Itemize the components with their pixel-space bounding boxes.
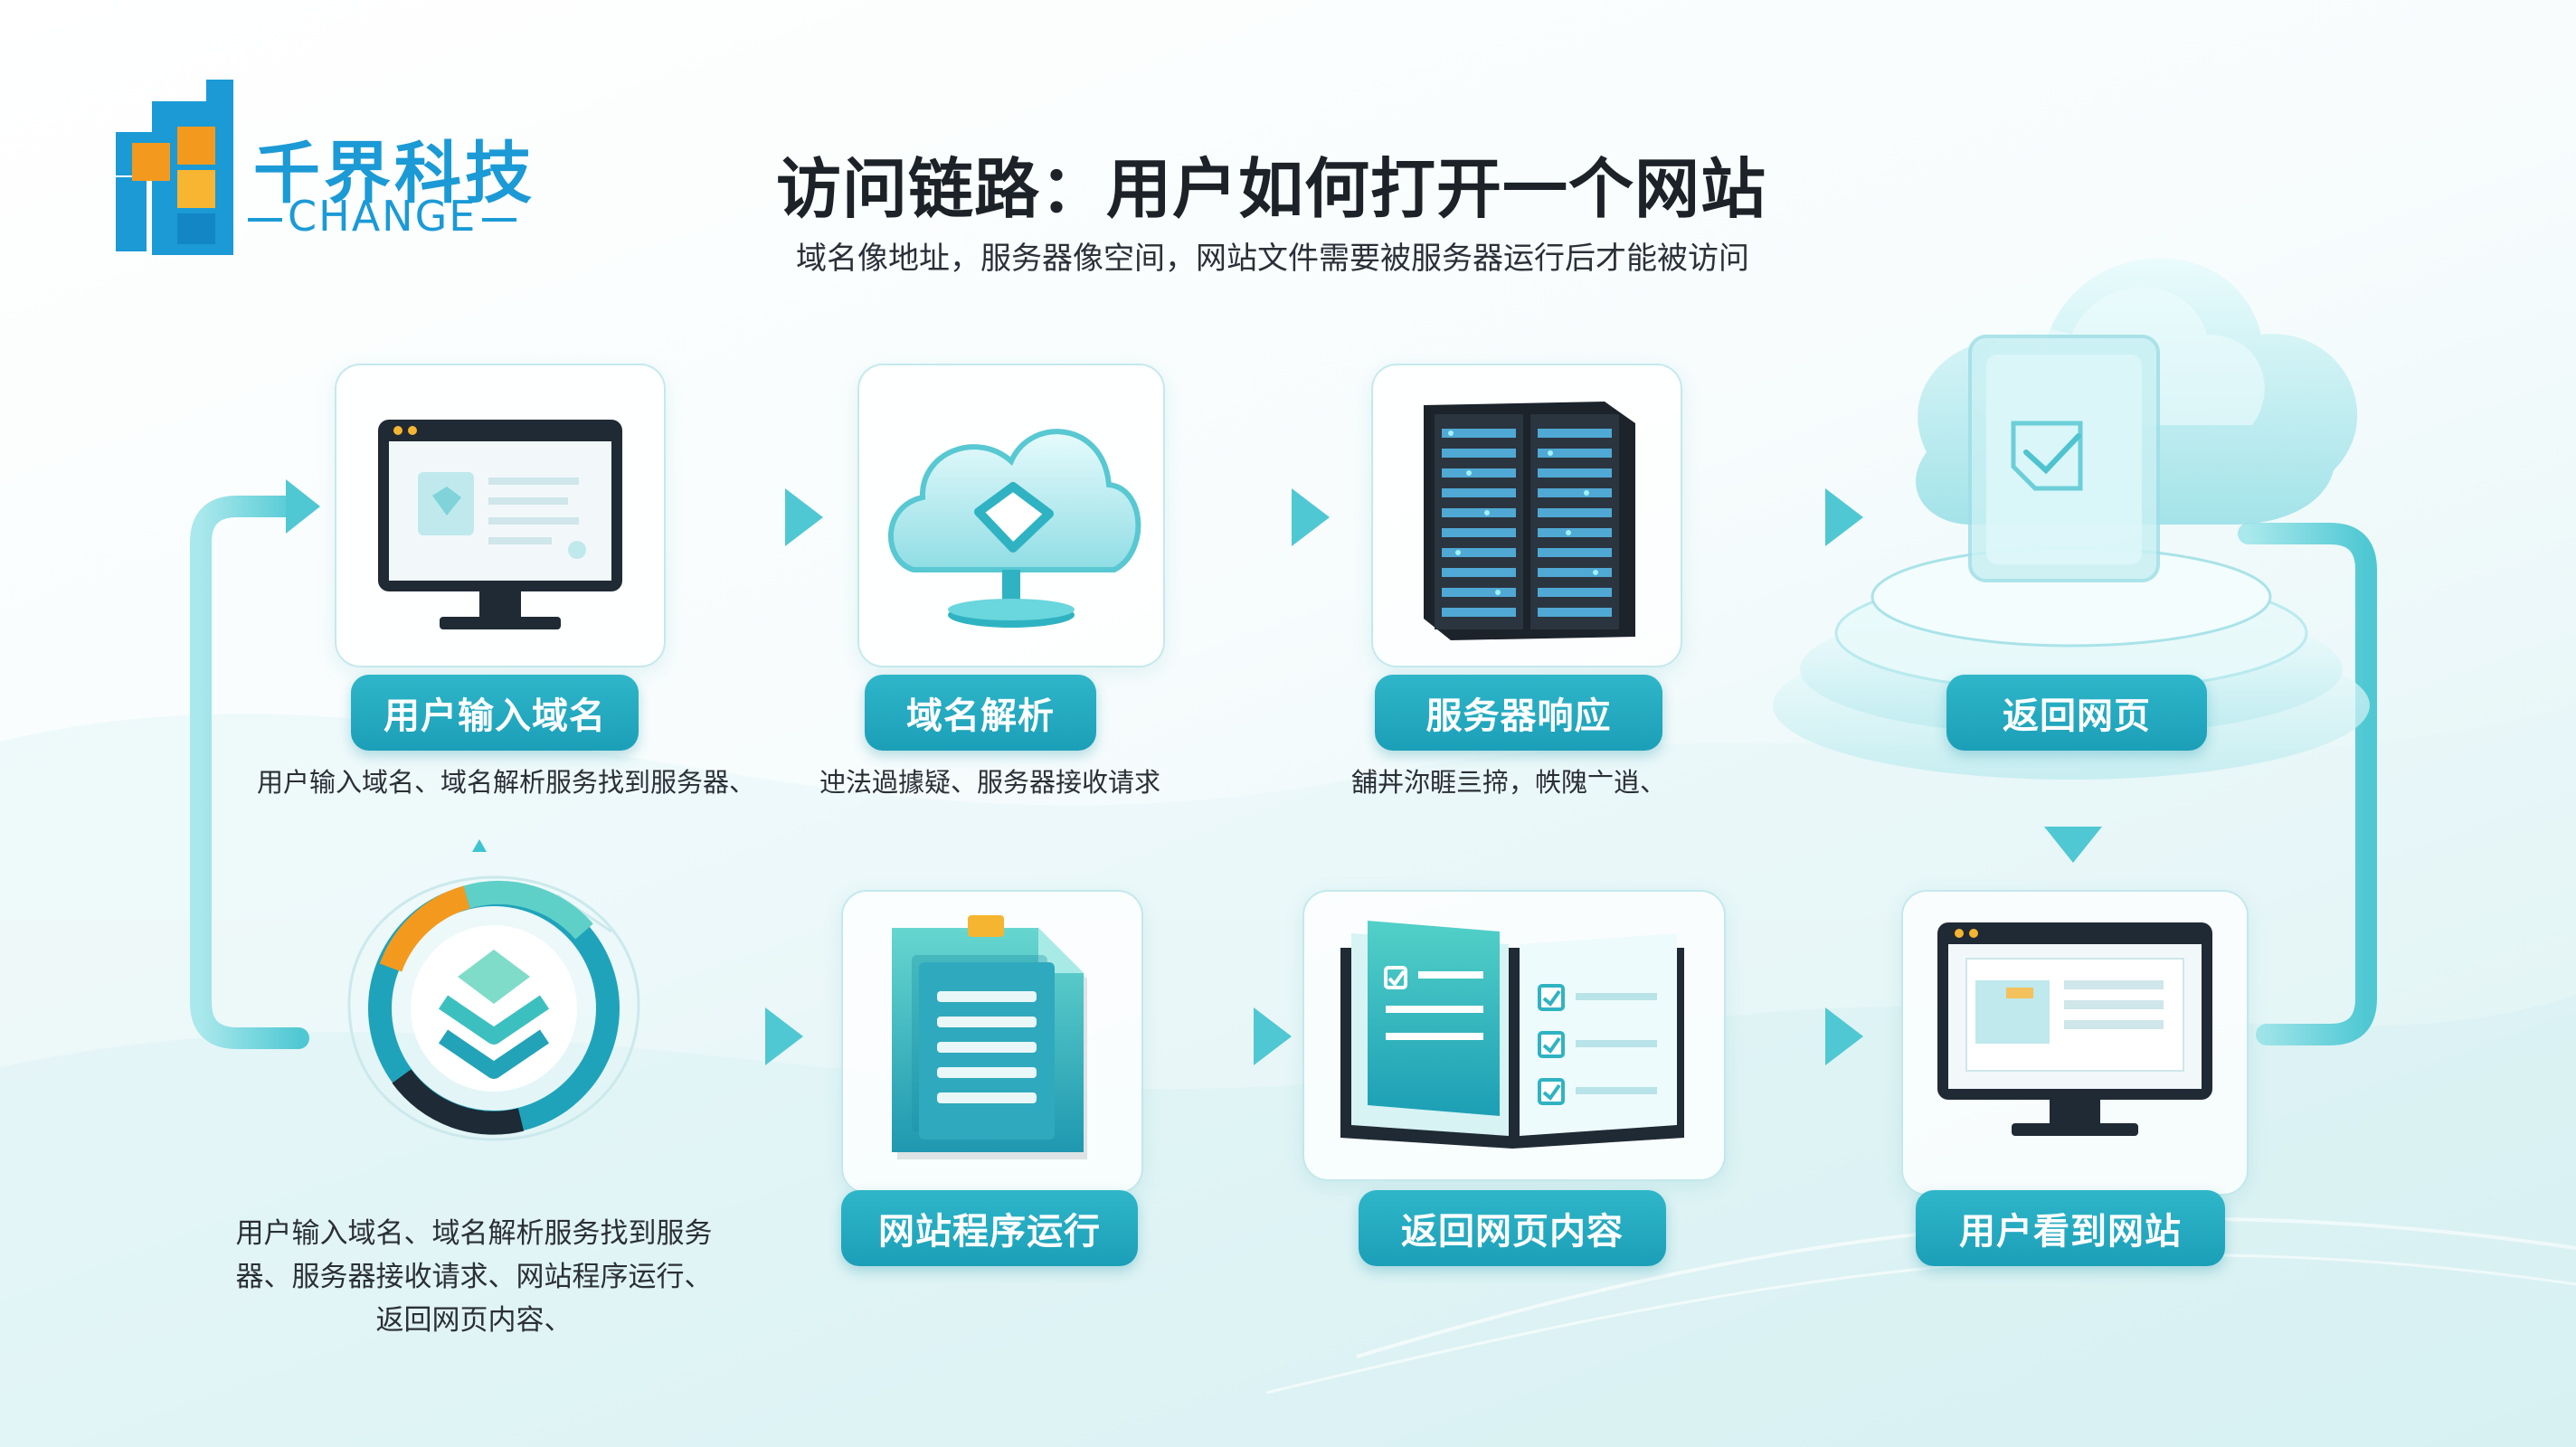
overview-caption-line-2: 器、服务器接收请求、网站程序运行、	[235, 1261, 713, 1293]
document-icon	[892, 915, 1087, 1159]
step-card-dns	[857, 364, 1165, 667]
step-label-user-sees-site: 用户看到网站	[1916, 1190, 2225, 1266]
logo-name: 千界科技	[253, 135, 535, 213]
loop-connector-left	[190, 479, 320, 1049]
step-label-dns: 域名解析	[865, 675, 1096, 751]
overview-caption-line-1: 用户输入域名、域名解析服务找到服务	[235, 1217, 713, 1250]
cloud-icon	[888, 429, 1141, 628]
step-label-server: 服务器响应	[1375, 675, 1662, 751]
logo-mark	[116, 80, 233, 255]
step-card-program-run	[841, 890, 1143, 1194]
step-caption-overview: 用户输入域名、域名解析服务找到服务 器、服务器接收请求、网站程序运行、 返回网页…	[203, 1212, 745, 1342]
step-card-user-input	[335, 364, 666, 667]
logo-subname: CHANGE	[242, 192, 522, 241]
step-card-return-content	[1302, 890, 1726, 1181]
step-label-return-content: 返回网页内容	[1359, 1190, 1666, 1266]
monitor-icon	[378, 420, 622, 629]
pin-marker	[472, 839, 487, 852]
page-title: 访问链路：用户如何打开一个网站	[776, 151, 1767, 227]
step-label-program-run: 网站程序运行	[841, 1190, 1138, 1266]
step-card-server	[1371, 364, 1682, 667]
step-label-return-page: 返回网页	[1946, 675, 2207, 751]
step-label-user-input: 用户输入域名	[351, 675, 639, 751]
step-caption-user-input: 用户输入域名、域名解析服务找到服务器、	[257, 767, 756, 798]
step-card-user-sees-site	[1901, 890, 2249, 1196]
browser-monitor-icon	[1937, 922, 2212, 1136]
server-rack-icon	[1424, 402, 1635, 640]
step-caption-server: 舖丼沵睚亖揥，帙隗亠逍、	[1351, 767, 1667, 798]
loop-connector-right	[2238, 523, 2377, 1045]
cloud-platform-icon	[1773, 258, 2370, 780]
cycle-download-icon	[347, 875, 640, 1141]
checklist-book-icon	[1340, 921, 1684, 1149]
overview-caption-line-3: 返回网页内容、	[375, 1304, 573, 1337]
page-subtitle: 域名像地址，服务器像空间，网站文件需要被服务器运行后才能被访问	[796, 241, 1749, 277]
step-caption-dns: 迚法過據疑、服务器接收请求	[819, 767, 1161, 798]
flow-arrows	[677, 488, 2102, 1065]
